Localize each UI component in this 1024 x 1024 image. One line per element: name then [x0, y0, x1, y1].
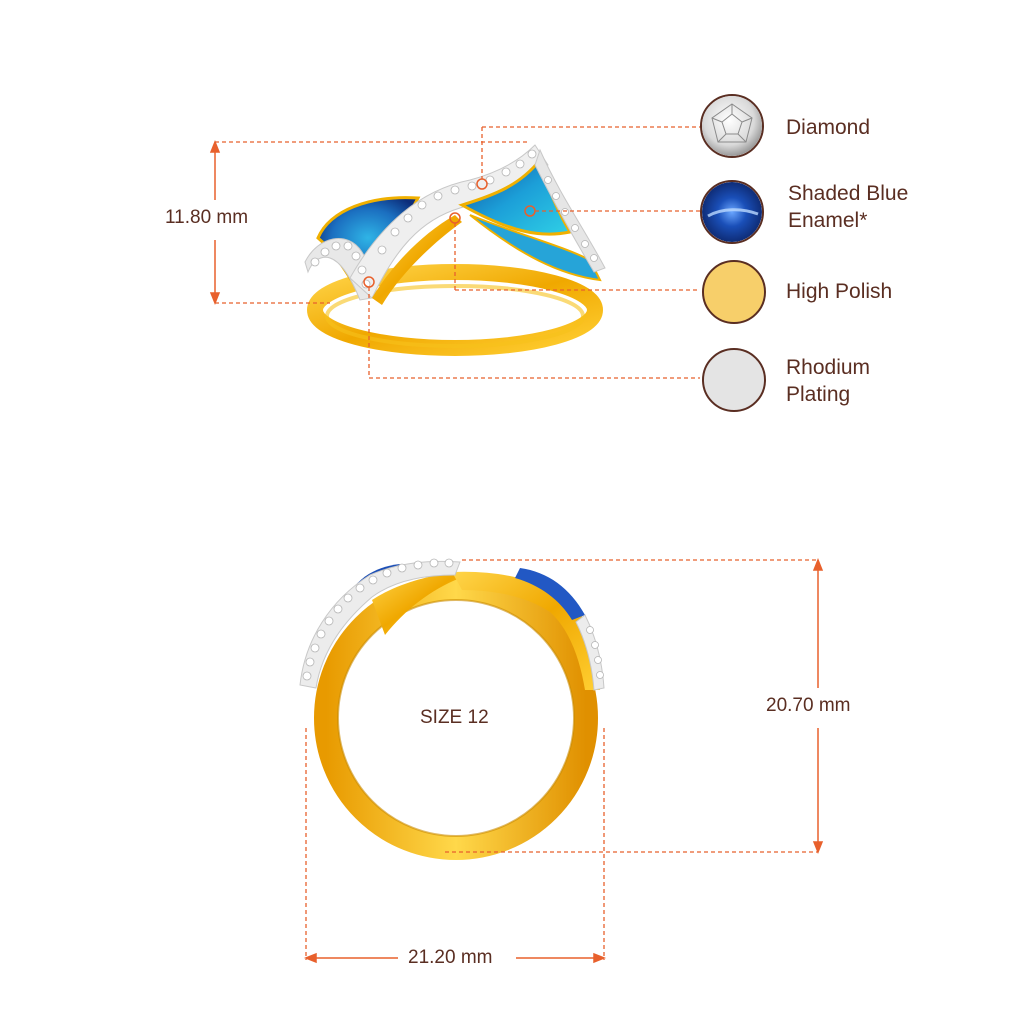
legend-label-rhodium-line1: Rhodium	[786, 356, 871, 379]
rhodium-swatch	[702, 348, 766, 412]
legend-label-rhodium-line2: Plating	[786, 383, 851, 406]
blue-enamel-swatch	[700, 180, 764, 244]
front-leader-lines	[305, 559, 818, 960]
diamond-swatch	[700, 94, 764, 158]
width-front-arrow	[303, 952, 607, 964]
height-front-arrow	[812, 557, 824, 855]
ring-size-label: SIZE 12	[420, 707, 489, 728]
legend-label-enamel-line2: Enamel*	[788, 209, 868, 232]
legend-label-enamel: Shaded Blue Enamel*	[788, 180, 908, 234]
height-front-label: 20.70 mm	[764, 695, 853, 717]
legend-label-rhodium: Rhodium Plating	[786, 354, 870, 408]
top-leader-lines	[215, 126, 700, 379]
blue-enamel-icon	[702, 182, 762, 242]
legend-label-high-polish: High Polish	[786, 280, 893, 303]
legend-label-diamond: Diamond	[786, 116, 871, 139]
diamond-icon	[702, 96, 762, 156]
width-front-label: 21.20 mm	[406, 947, 495, 969]
legend-label-enamel-line1: Shaded Blue	[788, 182, 909, 205]
height-top-arrow	[209, 139, 221, 306]
gold-swatch	[702, 260, 766, 324]
height-top-label: 11.80 mm	[163, 207, 251, 229]
ring-front-view	[299, 558, 605, 860]
